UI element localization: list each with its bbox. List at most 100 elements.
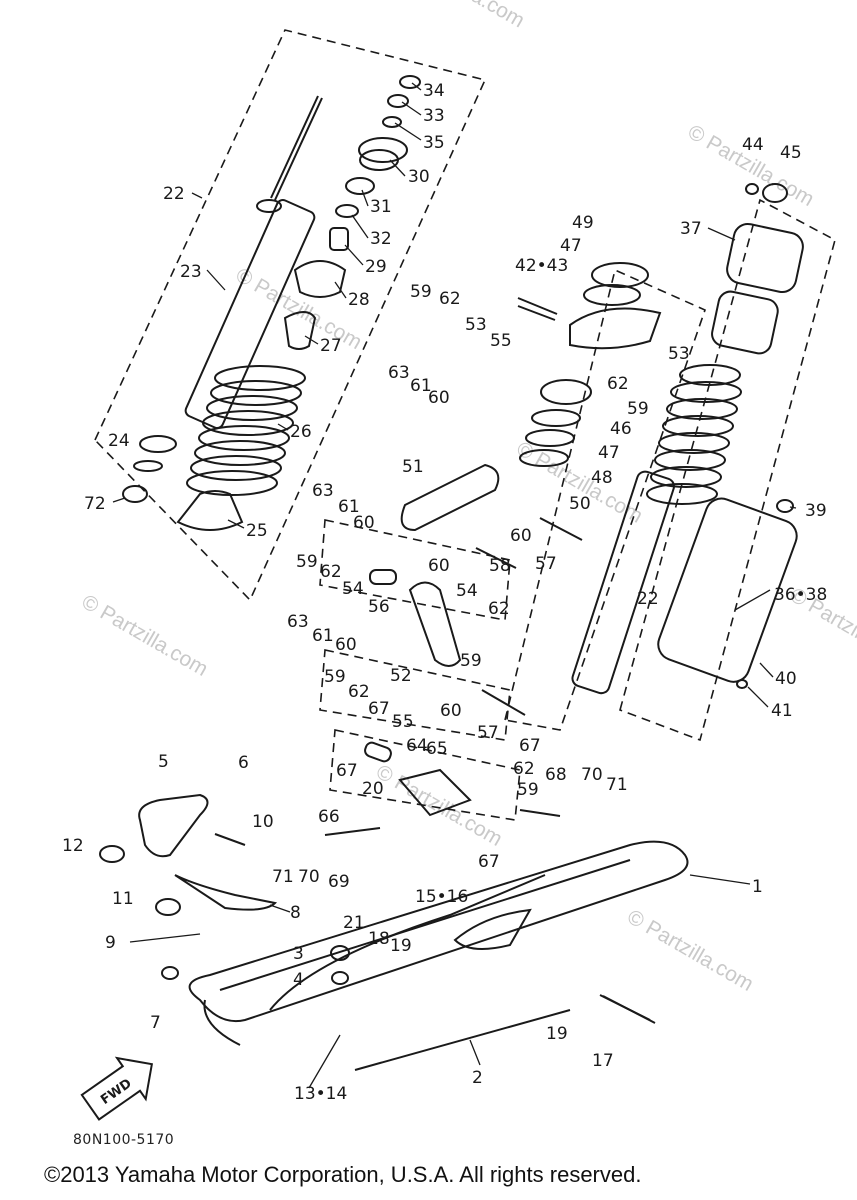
- callout-label: 22: [637, 589, 659, 609]
- callout-label: 59: [460, 651, 482, 671]
- callout-label: 54: [456, 581, 478, 601]
- callout-label: 56: [368, 597, 390, 617]
- callout-label: 6: [238, 753, 249, 773]
- callout-label: 67: [336, 761, 358, 781]
- callout-label: 35: [423, 133, 445, 153]
- callout-label: 50: [569, 494, 591, 514]
- diagram-code: 80N100-5170: [73, 1132, 175, 1148]
- callout-label: 67: [478, 852, 500, 872]
- forward-direction-arrow: FWD: [80, 1056, 154, 1121]
- watermark: © Partzilla.com: [232, 264, 366, 355]
- callout-label: 67: [368, 699, 390, 719]
- callout-label: 5: [158, 752, 169, 772]
- callout-label: 70: [581, 765, 603, 785]
- callout-label: 37: [680, 219, 702, 239]
- callout-label: 11: [112, 889, 134, 909]
- callout-label: 24: [108, 431, 130, 451]
- callout-label: 70: [298, 867, 320, 887]
- callout-label: 60: [335, 635, 357, 655]
- callout-label: 62: [320, 562, 342, 582]
- watermark: © Partzilla.com: [372, 760, 506, 851]
- callout-label: 62: [513, 759, 535, 779]
- callout-label: 60: [510, 526, 532, 546]
- callout-label: 61: [410, 376, 432, 396]
- callout-label: 61: [338, 497, 360, 517]
- callout-label: 54: [342, 579, 364, 599]
- callout-label: 41: [771, 701, 793, 721]
- callout-label: 13•14: [294, 1084, 347, 1104]
- callout-label: 21: [343, 913, 365, 933]
- callout-label: 59: [296, 552, 318, 572]
- callout-label: 9: [105, 933, 116, 953]
- callout-label: 17: [592, 1051, 614, 1071]
- callout-label: 59: [410, 282, 432, 302]
- callout-label: 4: [293, 970, 304, 990]
- watermark: © Partzilla.com: [78, 590, 212, 681]
- center-suspension: [324, 262, 662, 836]
- callout-label: 63: [388, 363, 410, 383]
- callout-label: 45: [780, 143, 802, 163]
- callout-label: 60: [428, 388, 450, 408]
- watermark: © Partzilla.com: [394, 0, 528, 32]
- right-shock-absorber: [571, 183, 804, 695]
- callout-label: 66: [318, 807, 340, 827]
- callout-label: 67: [519, 736, 541, 756]
- callout-label: 46: [610, 419, 632, 439]
- callout-label: 32: [370, 229, 392, 249]
- callout-label: 29: [365, 257, 387, 277]
- callout-label: 7: [150, 1013, 161, 1033]
- callout-label: 48: [591, 468, 613, 488]
- callout-label: 57: [477, 723, 499, 743]
- callout-label: 57: [535, 554, 557, 574]
- callout-label: 49: [572, 213, 594, 233]
- callout-label: 34: [423, 81, 445, 101]
- copyright-notice: ©2013 Yamaha Motor Corporation, U.S.A. A…: [44, 1162, 642, 1187]
- callout-label: 18: [368, 929, 390, 949]
- callout-label: 26: [290, 422, 312, 442]
- callout-label: 58: [489, 556, 511, 576]
- callout-label: 8: [290, 903, 301, 923]
- callout-label: 12: [62, 836, 84, 856]
- callout-label: 62: [439, 289, 461, 309]
- callout-label: 47: [598, 443, 620, 463]
- callout-label: 39: [805, 501, 827, 521]
- callout-label: 31: [370, 197, 392, 217]
- callout-label: 55: [392, 712, 414, 732]
- callout-label: 25: [246, 521, 268, 541]
- callout-label: 59: [324, 667, 346, 687]
- leader-lines: [112, 82, 797, 1089]
- callout-label: 1: [752, 877, 763, 897]
- callout-label: 42•43: [515, 256, 568, 276]
- callout-label: 19: [546, 1024, 568, 1044]
- callout-label: 20: [362, 779, 384, 799]
- callout-label: 55: [490, 331, 512, 351]
- callout-label: 61: [312, 626, 334, 646]
- left-shock-absorber: [184, 95, 323, 430]
- callout-label: 22: [163, 184, 185, 204]
- left-spring: [186, 365, 306, 496]
- callout-label: 27: [320, 336, 342, 356]
- callout-label: 60: [440, 701, 462, 721]
- callout-label: 23: [180, 262, 202, 282]
- watermark: © Partzilla.com: [623, 905, 757, 996]
- callout-label: 40: [775, 669, 797, 689]
- callout-label: 59: [517, 780, 539, 800]
- callout-label: 62: [348, 682, 370, 702]
- callout-label: 69: [328, 872, 350, 892]
- callout-label: 28: [348, 290, 370, 310]
- callout-label: 63: [312, 481, 334, 501]
- callout-label: 33: [423, 106, 445, 126]
- callout-label: 68: [545, 765, 567, 785]
- callout-label: 59: [627, 399, 649, 419]
- callout-label: 3: [293, 944, 304, 964]
- callout-label: 71: [606, 775, 628, 795]
- callout-label: 64: [406, 736, 428, 756]
- callout-label: 51: [402, 457, 424, 477]
- callout-labels: 34 33 35 30 31 32 29 28 27 26 25 24 23 2…: [62, 81, 827, 1104]
- callout-label: 10: [252, 812, 274, 832]
- callout-label: 52: [390, 666, 412, 686]
- callout-label: 19: [390, 936, 412, 956]
- callout-label: 53: [668, 344, 690, 364]
- callout-label: 72: [84, 494, 106, 514]
